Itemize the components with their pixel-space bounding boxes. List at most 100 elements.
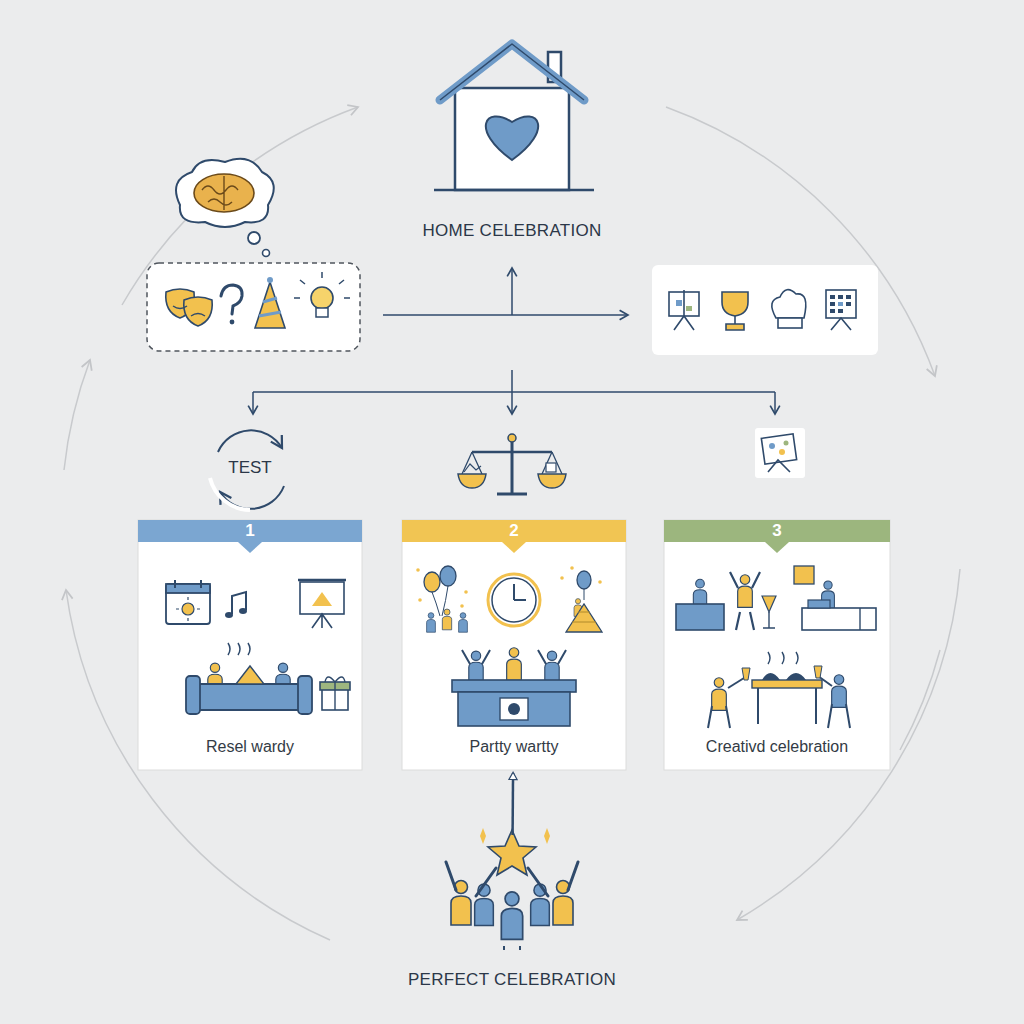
relaxed-party-illustration [300, 582, 344, 614]
party-illustration [572, 612, 596, 622]
balance-scale-icon [462, 452, 562, 474]
idea-box [230, 320, 235, 325]
idea-box [267, 277, 273, 283]
idea-box [259, 298, 281, 316]
flow-arrow [511, 773, 514, 835]
activity-icons-box [826, 290, 856, 318]
relaxed-party-illustration [194, 684, 304, 710]
party-illustration [458, 692, 570, 726]
step-number: 1 [138, 521, 362, 541]
party-illustration [570, 566, 574, 570]
party-illustration [488, 574, 540, 626]
card-frames [402, 520, 626, 542]
party-illustration [442, 609, 451, 630]
test-cycle-icon [210, 478, 250, 510]
relaxed-party-illustration [232, 592, 246, 614]
relaxed-party-illustration [298, 676, 312, 714]
activity-icons-box [838, 295, 843, 299]
test-cycle-icon [210, 430, 284, 510]
creative-celebration-illustration [832, 675, 847, 708]
creative-celebration-illustration [728, 678, 744, 688]
easel-icon [755, 428, 805, 478]
flow-lines [774, 392, 776, 414]
node-label: HOME CELEBRATION [418, 221, 605, 241]
creative-celebration-illustration [712, 678, 727, 711]
card-frames [664, 520, 890, 770]
creative-celebration-illustration [736, 612, 754, 630]
relaxed-party-illustration [166, 584, 210, 624]
house-icon [486, 116, 538, 160]
party-illustration [500, 698, 528, 720]
node-label: Creativd celebration [670, 738, 884, 756]
creative-celebration-illustration [828, 704, 850, 728]
party-illustration [545, 651, 559, 683]
activity-icons-box [686, 306, 692, 311]
relaxed-party-illustration [325, 677, 345, 710]
party-illustration [469, 651, 483, 683]
cycle-arcs [64, 360, 90, 470]
step-number: 3 [664, 521, 890, 541]
activity-icons-box [652, 265, 878, 355]
activity-icons-box [652, 265, 878, 355]
celebrating-group-icon [475, 884, 494, 926]
node-label: TEST [228, 458, 271, 478]
flow-lines [511, 392, 513, 414]
party-illustration [459, 613, 468, 633]
flow-lines [383, 314, 628, 316]
party-illustration [416, 566, 602, 726]
celebrating-group-icon [446, 828, 578, 950]
celebrating-group-icon [501, 892, 522, 939]
creative-celebration-illustration [758, 688, 816, 724]
relaxed-party-illustration [176, 597, 200, 621]
easel-icon [755, 428, 805, 478]
party-illustration [492, 578, 536, 622]
activity-icons-box [846, 302, 851, 306]
thought-bubble [176, 159, 274, 257]
relaxed-party-illustration [239, 608, 247, 614]
party-illustration [508, 703, 520, 715]
easel-icon [769, 443, 775, 449]
activity-icons-box [726, 316, 744, 330]
idea-box [173, 306, 205, 316]
activity-icons-box [846, 295, 851, 299]
house-icon [434, 189, 594, 192]
thought-bubble [176, 159, 274, 227]
creative-celebration-illustration [814, 666, 822, 678]
house-icon [440, 44, 584, 100]
card-frames [402, 520, 626, 770]
easel-icon [779, 449, 785, 455]
thought-bubble [263, 250, 270, 257]
idea-box [147, 263, 360, 351]
card-frames [238, 542, 262, 553]
flow-lines [253, 391, 775, 393]
party-illustration [462, 650, 566, 664]
easel-icon [784, 441, 789, 446]
party-illustration [460, 604, 464, 608]
relaxed-party-illustration [166, 580, 350, 714]
flow-lines [252, 392, 254, 414]
relaxed-party-illustration [166, 584, 210, 593]
home-celebration-node: HOME CELEBRATION [412, 36, 612, 241]
house-icon [455, 88, 569, 190]
card-frames [138, 520, 890, 770]
creative-celebration-illustration [752, 680, 822, 688]
cycle-arcs [900, 650, 940, 750]
balance-scale-icon [472, 451, 552, 454]
relaxed-party-illustration [225, 612, 233, 618]
party-illustration [424, 572, 440, 592]
balance-scale-icon [458, 474, 486, 488]
party-illustration [416, 568, 420, 572]
relaxed-party-illustration [175, 580, 201, 588]
creative-celebration-illustration [808, 600, 830, 608]
cycle-arcs [64, 107, 960, 940]
card-frames [765, 542, 789, 553]
relaxed-party-illustration [298, 579, 346, 582]
activity-icons-box [676, 300, 682, 306]
card-frames [664, 520, 890, 542]
balance-scale-icon [464, 464, 481, 472]
relaxed-party-illustration [312, 592, 332, 606]
creative-celebration-illustration [730, 572, 760, 588]
party-illustration [416, 568, 468, 608]
activity-icons-box [778, 318, 802, 328]
